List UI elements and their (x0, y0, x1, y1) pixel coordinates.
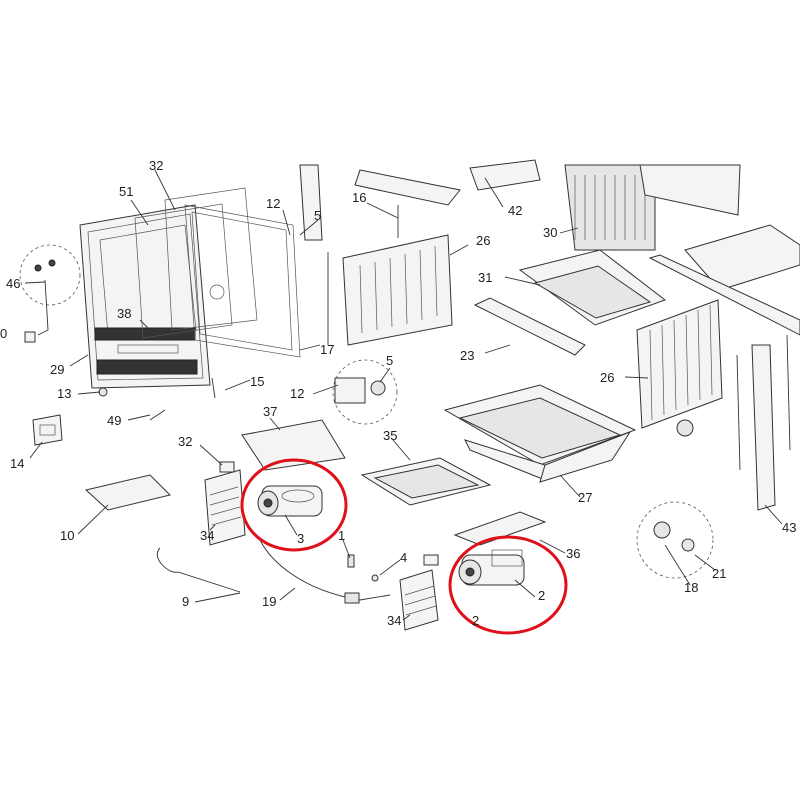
detail-circle-46 (19, 244, 81, 336)
callout-16: 16 (352, 190, 366, 205)
callout-17: 17 (320, 342, 334, 357)
blower-fan-2-part (458, 549, 525, 586)
callout-30: 30 (543, 225, 557, 240)
callout-23: 23 (460, 348, 474, 363)
highlight-circle-blower-2 (448, 535, 568, 635)
blower-fan-3-part (257, 485, 323, 517)
right-side-panel-part (636, 299, 723, 429)
callout-32-mid: 32 (178, 434, 192, 449)
callout-43: 43 (782, 520, 796, 535)
callout-51: 51 (119, 184, 133, 199)
callout-38: 38 (117, 306, 131, 321)
callout-1: 1 (338, 528, 345, 543)
callout-21: 21 (712, 566, 726, 581)
detail-circle-small (676, 419, 694, 437)
callout-5-top: 5 (314, 208, 321, 223)
rod-part (211, 205, 399, 399)
callout-31: 31 (478, 270, 492, 285)
callout-29: 29 (50, 362, 64, 377)
callout-0: 0 (0, 326, 7, 341)
callout-12-detail: 12 (290, 386, 304, 401)
leader-lines (24, 169, 783, 621)
callout-46: 46 (6, 276, 20, 291)
highlight-circle-blower-3 (240, 458, 348, 552)
callout-14: 14 (10, 456, 24, 471)
callout-35: 35 (383, 428, 397, 443)
callout-34-right: 34 (387, 613, 401, 628)
callout-12-top: 12 (266, 196, 280, 211)
callout-27: 27 (578, 490, 592, 505)
door-frame-part (79, 204, 211, 389)
callout-34-left: 34 (200, 528, 214, 543)
glass-panel-part (134, 187, 301, 358)
callout-15: 15 (250, 374, 264, 389)
callout-49: 49 (107, 413, 121, 428)
small-parts (24, 331, 439, 631)
callout-32-top: 32 (149, 158, 163, 173)
callout-9: 9 (182, 594, 189, 609)
detail-circle-18-21 (636, 501, 714, 579)
callout-2-lower: 2 (472, 613, 479, 628)
callout-26-right: 26 (600, 370, 614, 385)
callout-2: 2 (538, 588, 545, 603)
callout-5-detail: 5 (386, 353, 393, 368)
callout-18: 18 (684, 580, 698, 595)
cover-plate-part (241, 419, 346, 471)
callout-37: 37 (263, 404, 277, 419)
callout-36: 36 (566, 546, 580, 561)
side-panel-part (342, 234, 453, 346)
grate-tray-part (518, 249, 667, 326)
callout-labels: 32 51 12 5 16 26 42 30 46 0 38 29 17 15 … (0, 158, 796, 628)
callout-42: 42 (508, 203, 522, 218)
callout-10: 10 (60, 528, 74, 543)
top-plate-part (648, 224, 800, 511)
callout-19: 19 (262, 594, 276, 609)
callout-4: 4 (400, 550, 407, 565)
detail-circle-12-5 (332, 359, 398, 425)
callout-26-left: 26 (476, 233, 490, 248)
firebox-part (443, 384, 637, 483)
ash-tray-part (360, 457, 492, 506)
callout-13: 13 (57, 386, 71, 401)
callout-3: 3 (297, 531, 304, 546)
blower-bracket-part (453, 511, 547, 546)
front-bar-part (473, 297, 586, 356)
